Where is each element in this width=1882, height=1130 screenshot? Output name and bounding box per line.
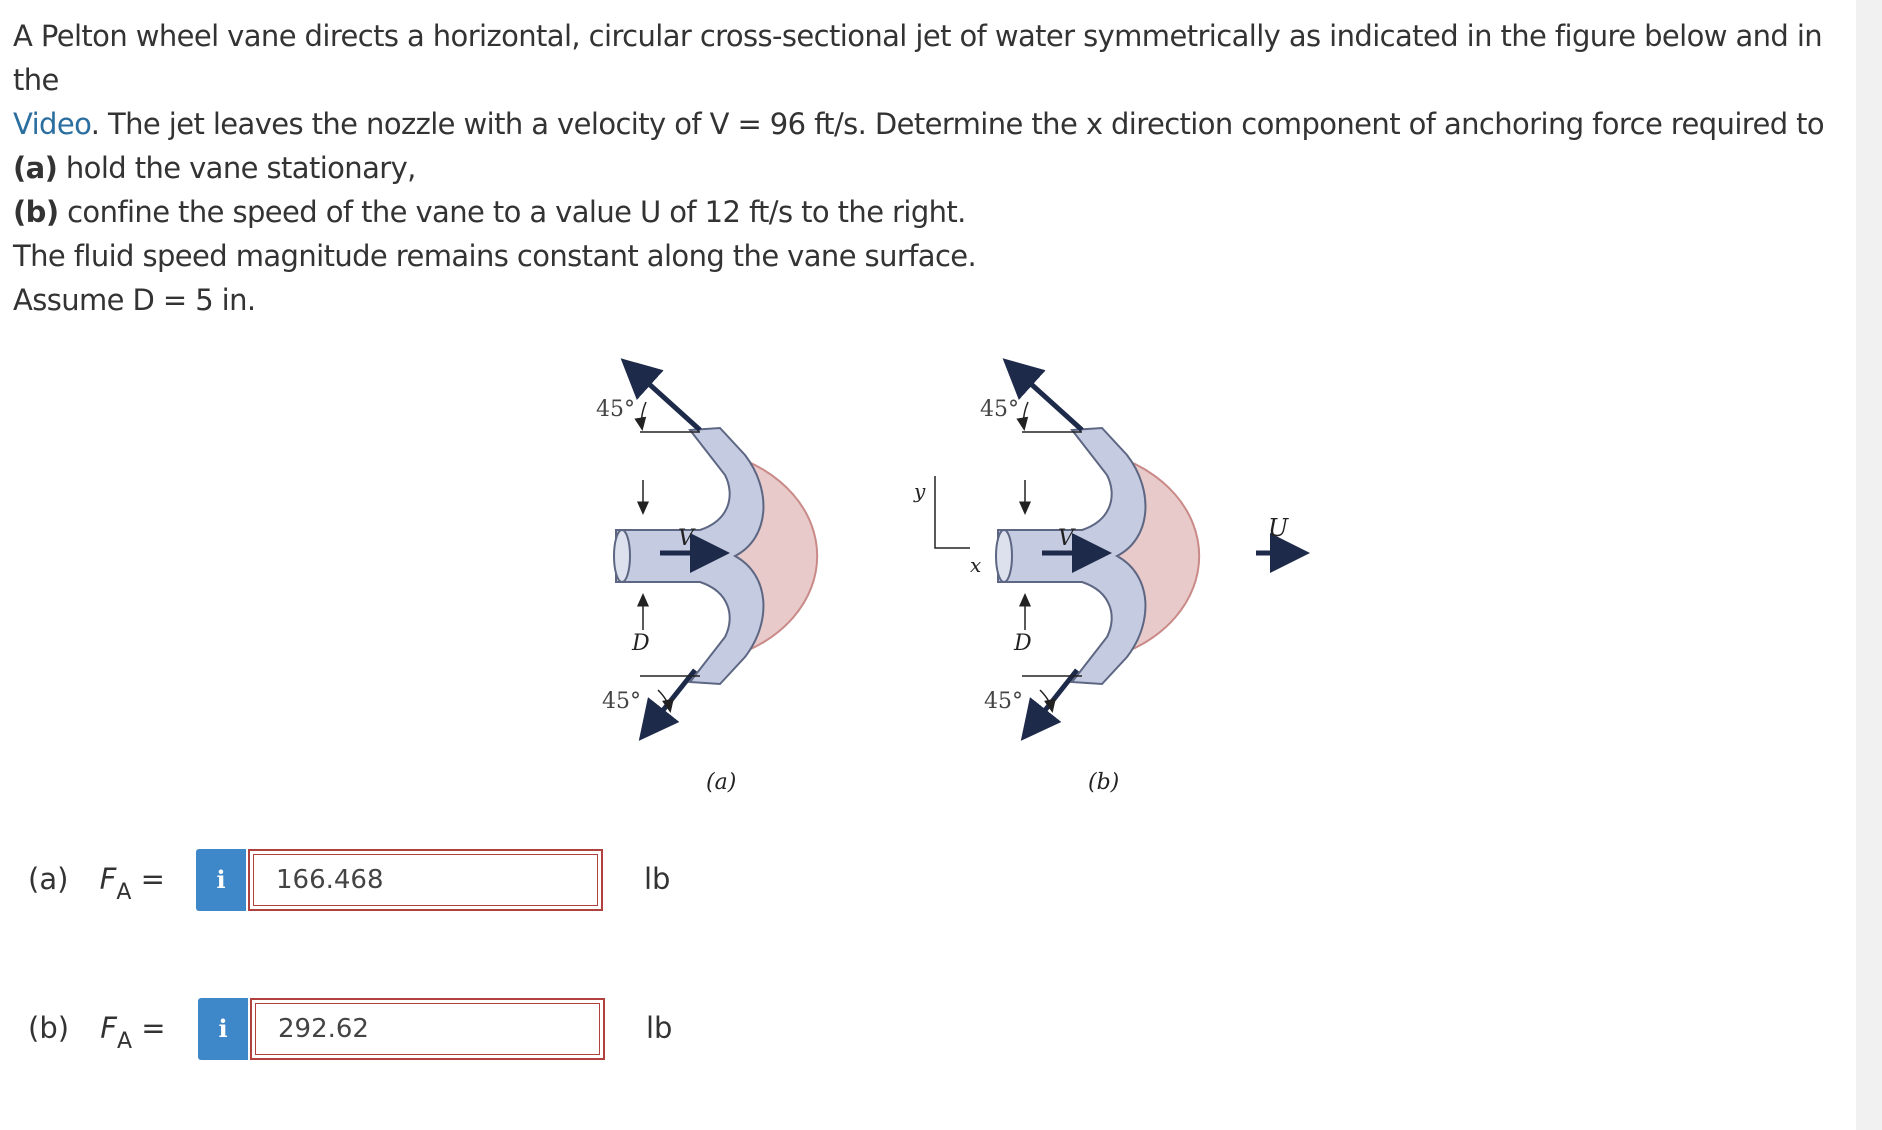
video-link[interactable]: Video: [13, 107, 91, 141]
outflow-arrow-top-b: [1002, 358, 1084, 432]
answer-box-b: [250, 998, 605, 1060]
answer-sub-b: A: [116, 1029, 133, 1054]
angle-label-bottom-a: 45°: [602, 689, 641, 714]
answer-eq-a: =: [131, 862, 165, 896]
answer-var-b: F: [100, 1011, 117, 1045]
nozzle-end-b: [995, 529, 1013, 583]
unit-label-a: lb: [644, 862, 671, 896]
figure-caption-b: (b): [1088, 770, 1119, 795]
outflow-arrow-bottom-b: [1020, 668, 1079, 741]
outflow-arrow-bottom-a: [638, 668, 697, 741]
answer-part-a: (a): [28, 862, 69, 896]
answer-var-a: F: [99, 862, 117, 896]
part-b-tag: (b): [13, 195, 59, 229]
answer-row-b: (b) FA = i lb: [0, 998, 720, 1068]
answer-eq-b: =: [132, 1011, 166, 1045]
angle-arc-top-b: [1016, 401, 1029, 431]
diameter-label-a: D: [631, 631, 650, 656]
assumption-text: Assume D = 5 in.: [13, 283, 256, 317]
angle-label-bottom-b: 45°: [984, 689, 1023, 714]
answer-sub-a: A: [116, 880, 132, 905]
problem-statement: A Pelton wheel vane directs a horizontal…: [13, 14, 1863, 278]
problem-line-5: The fluid speed magnitude remains consta…: [13, 239, 977, 273]
part-a-tag: (a): [13, 151, 58, 185]
nozzle-end-a: [613, 529, 631, 583]
angle-arc-bottom-a: [657, 689, 674, 713]
part-b-statement: (b) confine the speed of the vane to a v…: [13, 190, 1863, 234]
unit-label-b: lb: [646, 1011, 673, 1045]
figure-a: V 45° 45° D (a): [596, 358, 819, 795]
part-a-statement: (a) hold the vane stationary,: [13, 146, 1863, 190]
angle-label-top-b: 45°: [980, 397, 1019, 422]
coordinate-axes: y x: [913, 476, 981, 577]
angle-arc-bottom-b: [1039, 689, 1056, 713]
vane-b: [997, 426, 1147, 686]
answer-row-a: (a) FA = i lb: [0, 849, 720, 919]
info-icon[interactable]: i: [198, 998, 248, 1060]
info-icon[interactable]: i: [196, 849, 246, 911]
part-a-text: hold the vane stationary,: [57, 151, 416, 185]
vane-velocity-label: U: [1268, 514, 1289, 542]
jet-velocity-label-a: V: [678, 526, 696, 551]
problem-line-1: A Pelton wheel vane directs a horizontal…: [13, 19, 1823, 97]
problem-line-2: Video. The jet leaves the nozzle with a …: [13, 102, 1863, 146]
angle-arc-top-a: [634, 401, 647, 431]
part-b-text: confine the speed of the vane to a value…: [58, 195, 966, 229]
figure-b: V 45° 45° D U (b): [980, 358, 1310, 795]
axes-lines: [934, 476, 970, 549]
angle-label-top-a: 45°: [596, 397, 635, 422]
answer-input-b[interactable]: [255, 1003, 600, 1055]
diameter-label-b: D: [1013, 631, 1032, 656]
page-scrollbar[interactable]: [1856, 0, 1882, 1130]
figure-caption-a: (a): [706, 770, 736, 795]
vane-a: [615, 426, 765, 686]
outflow-arrow-top-a: [620, 358, 702, 432]
axis-x-label: x: [970, 553, 981, 577]
answer-box-a: [248, 849, 603, 911]
answer-input-a[interactable]: [253, 854, 598, 906]
problem-line-2-text: . The jet leaves the nozzle with a veloc…: [90, 107, 1825, 141]
axis-y-label: y: [913, 479, 926, 503]
answer-label-a: (a) FA =: [28, 849, 165, 913]
answer-part-b: (b): [28, 1011, 70, 1045]
answer-label-b: (b) FA =: [28, 998, 166, 1062]
jet-velocity-label-b: V: [1058, 526, 1076, 551]
